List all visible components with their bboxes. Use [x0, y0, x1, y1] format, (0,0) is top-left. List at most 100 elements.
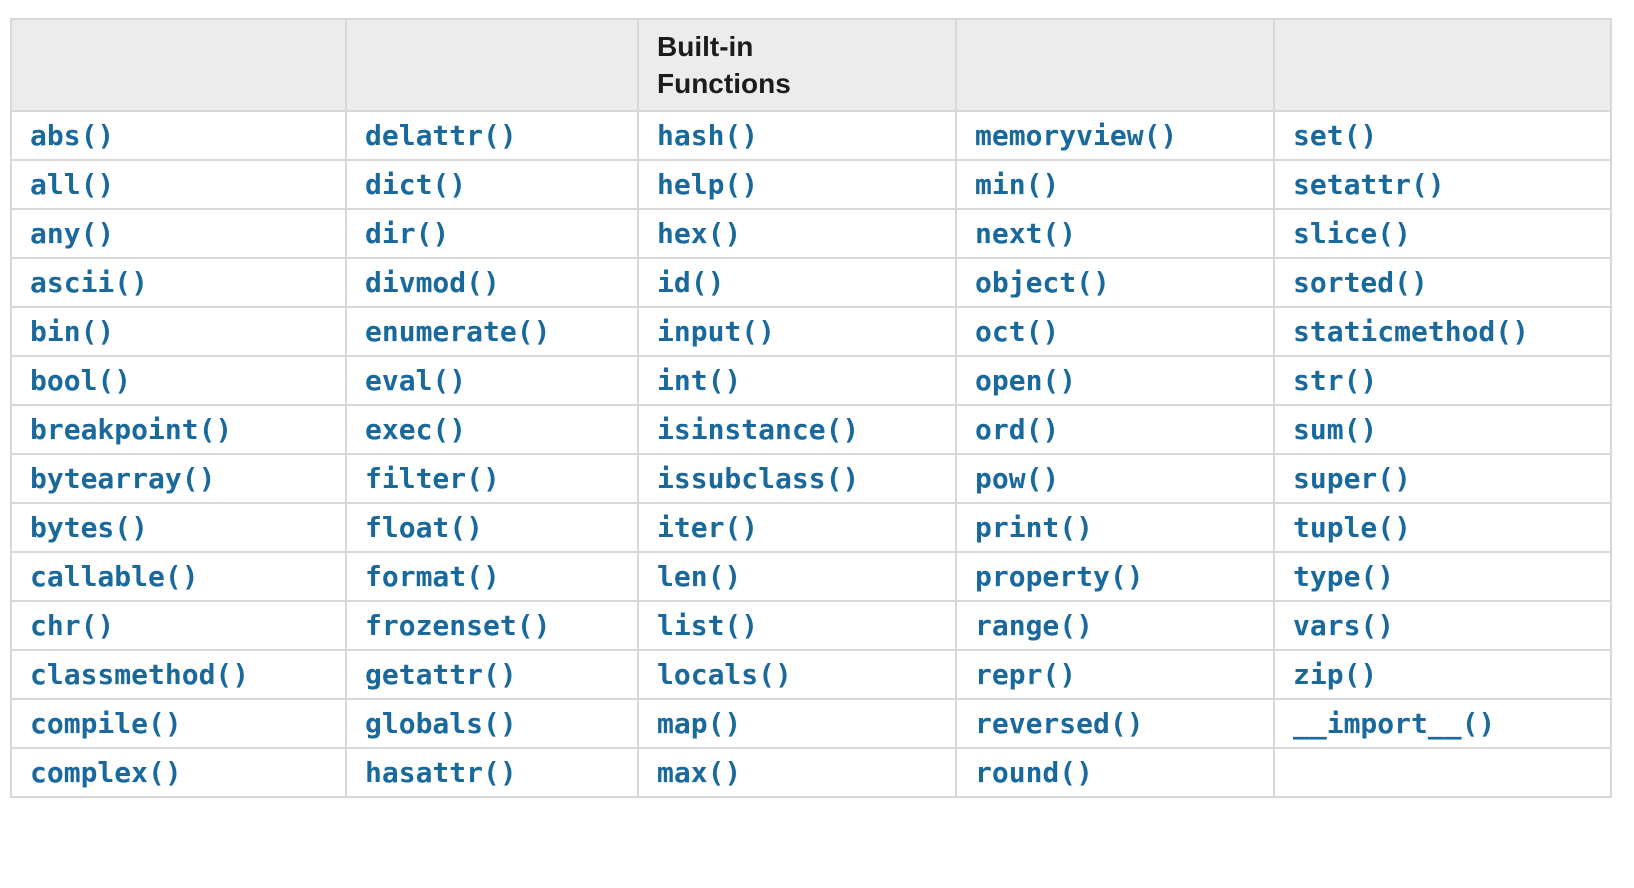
- function-link[interactable]: issubclass(): [657, 462, 860, 495]
- table-cell: float(): [345, 502, 639, 553]
- function-link[interactable]: staticmethod(): [1293, 315, 1530, 348]
- function-link[interactable]: compile(): [30, 707, 182, 740]
- function-link[interactable]: bytes(): [30, 511, 149, 544]
- table-row: bool() eval() int() open() str(): [10, 355, 1612, 406]
- table-cell: bytearray(): [10, 453, 347, 504]
- table-cell: reversed(): [955, 698, 1275, 749]
- function-link[interactable]: memoryview(): [975, 119, 1178, 152]
- table-cell: object(): [955, 257, 1275, 308]
- function-link[interactable]: min(): [975, 168, 1060, 201]
- function-link[interactable]: isinstance(): [657, 413, 860, 446]
- function-link[interactable]: input(): [657, 315, 776, 348]
- function-link[interactable]: pow(): [975, 462, 1060, 495]
- function-link[interactable]: int(): [657, 364, 742, 397]
- table-cell: sum(): [1273, 404, 1612, 455]
- function-link[interactable]: object(): [975, 266, 1110, 299]
- table-header-row: Built-in Functions: [10, 18, 1612, 112]
- table-cell: property(): [955, 551, 1275, 602]
- function-link[interactable]: frozenset(): [365, 609, 551, 642]
- table-cell: max(): [637, 747, 957, 798]
- function-link[interactable]: dir(): [365, 217, 450, 250]
- function-link[interactable]: help(): [657, 168, 759, 201]
- table-cell: divmod(): [345, 257, 639, 308]
- table-cell: hex(): [637, 208, 957, 259]
- table-cell: format(): [345, 551, 639, 602]
- table-cell: zip(): [1273, 649, 1612, 700]
- function-link[interactable]: any(): [30, 217, 115, 250]
- table-cell: locals(): [637, 649, 957, 700]
- table-cell: callable(): [10, 551, 347, 602]
- function-link[interactable]: hasattr(): [365, 756, 517, 789]
- function-link[interactable]: __import__(): [1293, 707, 1496, 740]
- table-row: ascii() divmod() id() object() sorted(): [10, 257, 1612, 308]
- table-cell: repr(): [955, 649, 1275, 700]
- function-link[interactable]: hex(): [657, 217, 742, 250]
- table-cell: oct(): [955, 306, 1275, 357]
- function-link[interactable]: enumerate(): [365, 315, 551, 348]
- function-link[interactable]: print(): [975, 511, 1094, 544]
- function-link[interactable]: eval(): [365, 364, 467, 397]
- function-link[interactable]: reversed(): [975, 707, 1144, 740]
- function-link[interactable]: ascii(): [30, 266, 149, 299]
- table-cell: issubclass(): [637, 453, 957, 504]
- function-link[interactable]: globals(): [365, 707, 517, 740]
- function-link[interactable]: map(): [657, 707, 742, 740]
- function-link[interactable]: set(): [1293, 119, 1378, 152]
- table-row: bin() enumerate() input() oct() staticme…: [10, 306, 1612, 357]
- function-link[interactable]: iter(): [657, 511, 759, 544]
- table-cell: all(): [10, 159, 347, 210]
- function-link[interactable]: hash(): [657, 119, 759, 152]
- function-link[interactable]: complex(): [30, 756, 182, 789]
- function-link[interactable]: delattr(): [365, 119, 517, 152]
- table-row: all() dict() help() min() setattr(): [10, 159, 1612, 210]
- function-link[interactable]: type(): [1293, 560, 1395, 593]
- function-link[interactable]: len(): [657, 560, 742, 593]
- table-cell: id(): [637, 257, 957, 308]
- function-link[interactable]: str(): [1293, 364, 1378, 397]
- function-link[interactable]: vars(): [1293, 609, 1395, 642]
- function-link[interactable]: slice(): [1293, 217, 1412, 250]
- table-cell: eval(): [345, 355, 639, 406]
- function-link[interactable]: range(): [975, 609, 1094, 642]
- table-cell: min(): [955, 159, 1275, 210]
- function-link[interactable]: callable(): [30, 560, 199, 593]
- function-link[interactable]: round(): [975, 756, 1094, 789]
- function-link[interactable]: zip(): [1293, 658, 1378, 691]
- table-row: chr() frozenset() list() range() vars(): [10, 600, 1612, 651]
- function-link[interactable]: id(): [657, 266, 725, 299]
- function-link[interactable]: filter(): [365, 462, 500, 495]
- function-link[interactable]: repr(): [975, 658, 1077, 691]
- table-cell: open(): [955, 355, 1275, 406]
- function-link[interactable]: super(): [1293, 462, 1412, 495]
- function-link[interactable]: locals(): [657, 658, 792, 691]
- function-link[interactable]: tuple(): [1293, 511, 1412, 544]
- function-link[interactable]: max(): [657, 756, 742, 789]
- table-cell: range(): [955, 600, 1275, 651]
- function-link[interactable]: float(): [365, 511, 484, 544]
- function-link[interactable]: bin(): [30, 315, 115, 348]
- function-link[interactable]: bytearray(): [30, 462, 216, 495]
- function-link[interactable]: bool(): [30, 364, 132, 397]
- function-link[interactable]: dict(): [365, 168, 467, 201]
- function-link[interactable]: oct(): [975, 315, 1060, 348]
- function-link[interactable]: getattr(): [365, 658, 517, 691]
- function-link[interactable]: abs(): [30, 119, 115, 152]
- function-link[interactable]: next(): [975, 217, 1077, 250]
- table-cell: bytes(): [10, 502, 347, 553]
- function-link[interactable]: list(): [657, 609, 759, 642]
- function-link[interactable]: all(): [30, 168, 115, 201]
- function-link[interactable]: breakpoint(): [30, 413, 233, 446]
- table-cell: set(): [1273, 110, 1612, 161]
- function-link[interactable]: format(): [365, 560, 500, 593]
- function-link[interactable]: exec(): [365, 413, 467, 446]
- function-link[interactable]: divmod(): [365, 266, 500, 299]
- function-link[interactable]: setattr(): [1293, 168, 1445, 201]
- function-link[interactable]: sorted(): [1293, 266, 1428, 299]
- function-link[interactable]: sum(): [1293, 413, 1378, 446]
- function-link[interactable]: classmethod(): [30, 658, 250, 691]
- table-cell: frozenset(): [345, 600, 639, 651]
- function-link[interactable]: property(): [975, 560, 1144, 593]
- function-link[interactable]: chr(): [30, 609, 115, 642]
- function-link[interactable]: open(): [975, 364, 1077, 397]
- function-link[interactable]: ord(): [975, 413, 1060, 446]
